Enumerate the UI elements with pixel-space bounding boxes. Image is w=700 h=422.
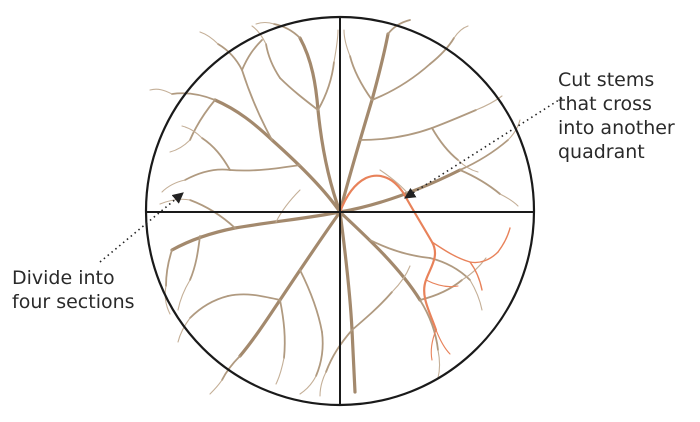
outer-circle [144, 15, 536, 407]
cut-stems-callout: Cut stems that cross into another quadra… [558, 68, 675, 164]
cut-stems-leader [404, 97, 563, 199]
root-branches [149, 19, 521, 397]
cut-stems-line-1: Cut stems [558, 69, 655, 91]
cut-stems-line-2: that cross [558, 93, 652, 115]
divide-sections-callout: Divide into four sections [12, 266, 135, 314]
divide-line-2: four sections [12, 291, 135, 313]
cut-stems-line-4: quadrant [558, 141, 645, 163]
cut-stem-highlight [338, 174, 511, 361]
divide-line-1: Divide into [12, 267, 115, 289]
cut-stems-line-3: into another [558, 117, 675, 139]
